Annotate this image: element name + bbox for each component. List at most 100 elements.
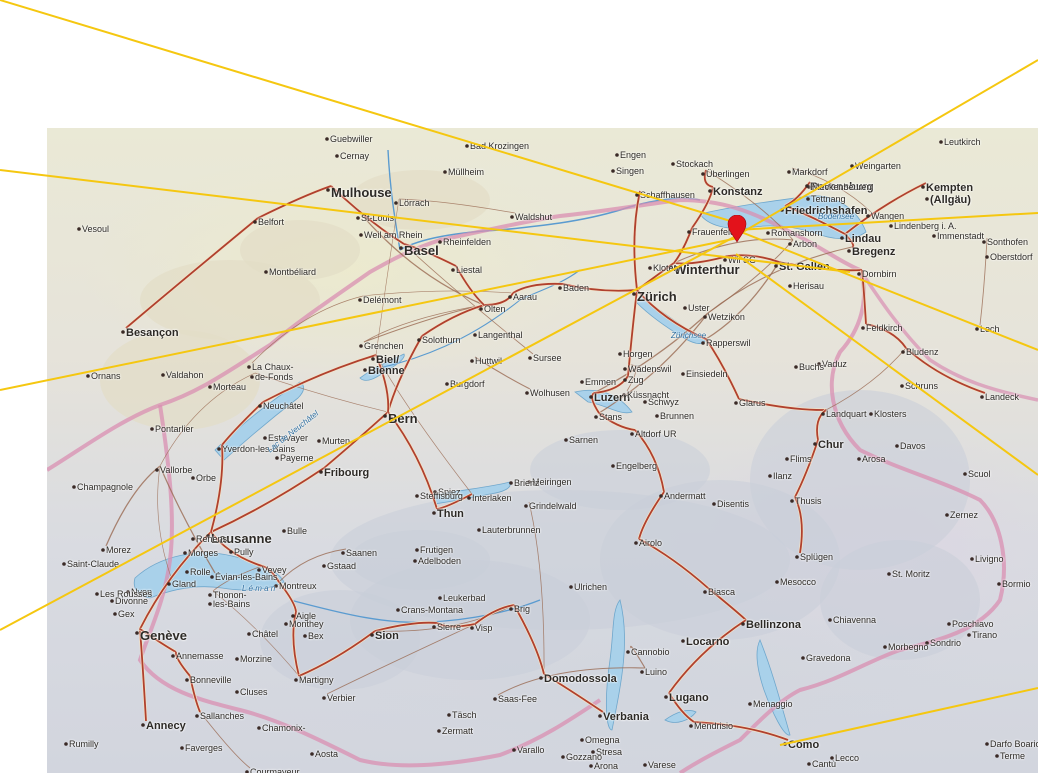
city-dot-konstanz xyxy=(708,189,712,193)
city-dot-sion xyxy=(370,633,374,637)
city-dot-liestal xyxy=(451,268,455,272)
road-major-25 xyxy=(668,692,695,723)
city-dot-thonon xyxy=(208,593,212,597)
place-label-annemasse: Annemasse xyxy=(176,651,224,661)
place-label-airolo: Airolo xyxy=(639,538,663,548)
city-dot-rapperswil xyxy=(701,341,705,345)
place-label-bregenz: Bregenz xyxy=(852,246,896,258)
place-label-aigle: Aigle xyxy=(296,611,317,621)
city-dot-omegna xyxy=(580,738,584,742)
place-label-varese: Varese xyxy=(648,760,676,770)
city-dot-lachaux xyxy=(247,365,251,369)
place-label-sion: Sion xyxy=(375,630,399,642)
city-dot-yverdon xyxy=(217,447,221,451)
place-label-lorrach: Lörrach xyxy=(399,198,430,208)
place-label-morez: Morez xyxy=(106,545,132,555)
city-dot-arbon xyxy=(788,242,792,246)
city-dot-horgen xyxy=(618,352,622,356)
city-dot-buchs xyxy=(794,365,798,369)
city-dot-darfo xyxy=(985,742,989,746)
place-label-fribourg: Fribourg xyxy=(324,467,370,479)
city-dot-varese xyxy=(643,763,647,767)
city-dot-brunnen xyxy=(655,414,659,418)
place-label-chamonix: Chamonix- xyxy=(262,723,306,733)
place-label-einsiedeln: Einsiedeln xyxy=(686,369,728,379)
place-label-bludenz: Bludenz xyxy=(906,347,939,357)
place-label-thusis: Thusis xyxy=(795,496,822,506)
road-major-casing-1 xyxy=(210,466,325,534)
place-label-payerne: Payerne xyxy=(280,453,314,463)
city-dot-crans xyxy=(396,608,400,612)
city-dot-krozingen xyxy=(465,144,469,148)
city-dot-davos xyxy=(895,444,899,448)
city-dot-cantu xyxy=(807,762,811,766)
city-dot-klosters xyxy=(869,412,873,416)
city-dot-menaggio xyxy=(748,702,752,706)
city-dot-sallanches xyxy=(195,714,199,718)
place-label-disentis: Disentis xyxy=(717,499,750,509)
place-label-lachaux: La Chaux- xyxy=(252,362,294,372)
city-dot-poschiavo xyxy=(947,622,951,626)
city-dot-singen xyxy=(611,169,615,173)
city-dot-verbier xyxy=(322,696,326,700)
place-label-crans: Crans-Montana xyxy=(401,605,464,615)
city-dot-vallorbe xyxy=(155,468,159,472)
place-label-arbon: Arbon xyxy=(793,239,818,249)
place-label-markdorf: Markdorf xyxy=(792,167,828,177)
city-dot-luino xyxy=(640,670,644,674)
place-label-omegna: Omegna xyxy=(585,735,620,745)
place-label-stockach: Stockach xyxy=(676,159,714,169)
city-dot-cluses xyxy=(235,690,239,694)
place-label-luzern: Luzern xyxy=(594,392,631,404)
city-dot-kempten2 xyxy=(925,197,929,201)
city-dot-einsiedeln xyxy=(681,372,685,376)
city-dot-solothurn xyxy=(417,338,421,342)
city-dot-lugano xyxy=(664,695,668,699)
city-dot-kempten xyxy=(921,185,925,189)
road-major-32 xyxy=(794,496,803,554)
map-pin-icon[interactable] xyxy=(727,214,747,243)
place-label-lech: Lech xyxy=(980,324,1000,334)
city-dot-biasca xyxy=(703,590,707,594)
city-dot-bellinzona xyxy=(741,622,745,626)
place-label-tasch: Täsch xyxy=(452,710,477,720)
place-label-borgomanero: Gozzano xyxy=(566,752,603,762)
city-dot-stmoritz xyxy=(887,572,891,576)
city-dot-uster xyxy=(683,306,687,310)
place-label-huttwil: Huttwil xyxy=(475,356,503,366)
city-dot-saanen xyxy=(341,551,345,555)
city-dot-andermatt xyxy=(659,494,663,498)
place-label-weingarten: Weingarten xyxy=(855,161,901,171)
place-label-horgen: Horgen xyxy=(623,349,653,359)
place-label-schaffhausen: Schaffhausen xyxy=(640,190,695,200)
place-label-rapperswil: Rapperswil xyxy=(706,338,751,348)
place-label-evian: Évian-les-Bains xyxy=(215,572,278,582)
city-dot-morges xyxy=(183,551,187,555)
relief-6 xyxy=(820,540,980,660)
city-dot-zernez xyxy=(945,513,949,517)
place-label-cantu: Cantù xyxy=(812,759,837,769)
place-label-zermatt: Zermatt xyxy=(442,726,474,736)
place-label-annecy: Annecy xyxy=(146,720,186,732)
place-label-morteau: Morteau xyxy=(213,382,247,392)
place-label-sondrio: Sondrio xyxy=(930,638,962,648)
place-label-guebwiller: Guebwiller xyxy=(330,134,373,144)
place-label-kempten2: (Allgäu) xyxy=(930,194,971,206)
place-label-stgallen: St. Gallen xyxy=(779,261,830,273)
place-label-kussnacht: Küssnacht xyxy=(627,390,670,400)
place-label-como: Como xyxy=(788,739,820,751)
place-label-dornbirn: Dornbirn xyxy=(862,269,897,279)
city-dot-locarno xyxy=(681,639,685,643)
city-dot-cannobio xyxy=(626,650,630,654)
city-dot-aosta xyxy=(310,752,314,756)
city-dot-lech xyxy=(975,327,979,331)
place-label-pontarlier: Pontarlier xyxy=(155,424,194,434)
place-label-morges: Morges xyxy=(188,548,219,558)
city-dot-bludenz xyxy=(901,350,905,354)
city-dot-grindelwald xyxy=(524,504,528,508)
city-dot-adelboden xyxy=(413,559,417,563)
place-label-biasca: Biasca xyxy=(708,587,736,597)
city-dot-oberstdorf xyxy=(985,255,989,259)
city-dot-schruns xyxy=(900,384,904,388)
